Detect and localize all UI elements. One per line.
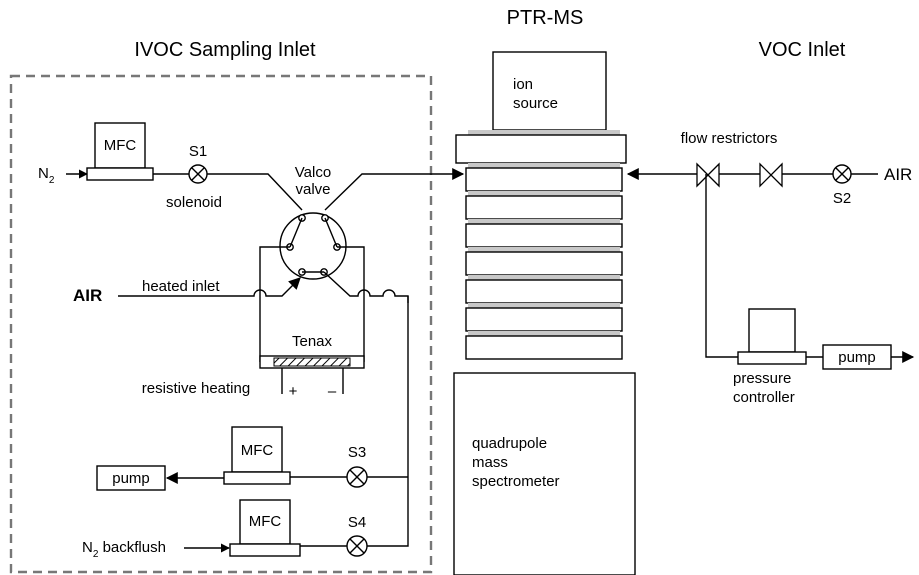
solenoid-label: solenoid xyxy=(166,194,222,211)
spacer xyxy=(468,130,620,135)
pressure-label-2: controller xyxy=(733,389,795,406)
line-loop-left xyxy=(259,246,290,362)
s2-cross-b xyxy=(835,167,849,181)
ring-spacer xyxy=(468,303,620,308)
s1-label: S1 xyxy=(189,143,207,160)
s4-cross-b xyxy=(349,538,365,554)
voc-inlet-heading: VOC Inlet xyxy=(759,39,846,61)
s4-label: S4 xyxy=(348,514,366,531)
quadrupole-label-1: quadrupole xyxy=(472,435,547,452)
s1-cross-b xyxy=(191,167,205,181)
mfc-bottom-label: MFC xyxy=(249,513,282,530)
drift-ring xyxy=(465,167,623,192)
s3-cross-b xyxy=(349,469,365,485)
flow-restrictor-2 xyxy=(759,162,783,188)
pressure-controller-base xyxy=(737,351,807,365)
ptrms-heading: PTR-MS xyxy=(507,7,584,29)
line-s1-valco xyxy=(207,173,303,211)
n2-backflush-label: N2 backflush xyxy=(82,539,166,560)
minus-label: – xyxy=(328,383,337,400)
tenax-label: Tenax xyxy=(292,333,333,350)
pump-ivoc-box xyxy=(96,465,166,491)
line-pressure-branch xyxy=(705,174,738,358)
ring-spacer xyxy=(468,219,620,224)
drift-ring xyxy=(465,251,623,276)
ion-source-label-2: source xyxy=(513,95,558,112)
pump-ivoc-label: pump xyxy=(112,470,150,487)
flow-restrictors-label: flow restrictors xyxy=(681,130,778,147)
valco-label-2: valve xyxy=(295,181,330,198)
line-valco-ptrms xyxy=(324,168,465,211)
valco-valve xyxy=(279,212,347,280)
air-voc-label: AIR xyxy=(884,165,912,184)
valco-channel xyxy=(324,217,338,248)
s2-label: S2 xyxy=(833,190,851,207)
resistive-heating-label: resistive heating xyxy=(142,380,250,397)
plus-label: + xyxy=(289,383,298,400)
ivoc-inlet-heading: IVOC Sampling Inlet xyxy=(134,39,316,61)
line-valco-vent xyxy=(323,271,409,547)
ion-source-label-1: ion xyxy=(513,76,533,93)
mfc-bottom-base xyxy=(229,543,301,557)
n2-label: N2 xyxy=(38,165,55,186)
valco-channel xyxy=(289,217,303,248)
ptrms-instrument: ion source quadrupole mass spectrometer xyxy=(453,51,636,575)
drift-ring xyxy=(465,307,623,332)
mfc-top-label: MFC xyxy=(104,137,137,154)
heated-inlet-label: heated inlet xyxy=(142,278,220,295)
line-air-heated-inlet xyxy=(118,277,301,297)
ring-spacer xyxy=(468,331,620,336)
ivoc-region-border xyxy=(9,74,433,574)
mfc-bottom-box xyxy=(239,499,291,545)
drift-tube-rings xyxy=(465,163,623,360)
drift-ring xyxy=(465,335,623,360)
ion-source-box xyxy=(492,51,607,131)
quadrupole-box xyxy=(453,372,636,575)
s3-label: S3 xyxy=(348,444,366,461)
line-loop-right xyxy=(337,246,365,362)
quadrupole-label-2: mass xyxy=(472,454,508,471)
ring-spacer xyxy=(468,275,620,280)
pump-voc-label: pump xyxy=(838,349,876,366)
ring-spacer xyxy=(468,163,620,168)
drift-ring xyxy=(465,195,623,220)
ring-spacer xyxy=(468,247,620,252)
pressure-label-1: pressure xyxy=(733,370,791,387)
drift-plate xyxy=(455,134,627,164)
mfc-mid-base xyxy=(223,471,291,485)
air-ivoc-label: AIR xyxy=(73,286,102,305)
mfc-mid-label: MFC xyxy=(241,442,274,459)
ring-spacer xyxy=(468,191,620,196)
pressure-controller-box xyxy=(748,308,796,353)
mfc-top-base xyxy=(86,167,154,181)
drift-ring xyxy=(465,223,623,248)
mfc-mid-box xyxy=(231,426,283,473)
valco-label-1: Valco xyxy=(295,164,331,181)
mfc-top-box xyxy=(94,122,146,169)
tenax-packing xyxy=(273,357,351,367)
quadrupole-label-3: spectrometer xyxy=(472,473,560,490)
drift-ring xyxy=(465,279,623,304)
flow-restrictor-1 xyxy=(696,162,720,188)
